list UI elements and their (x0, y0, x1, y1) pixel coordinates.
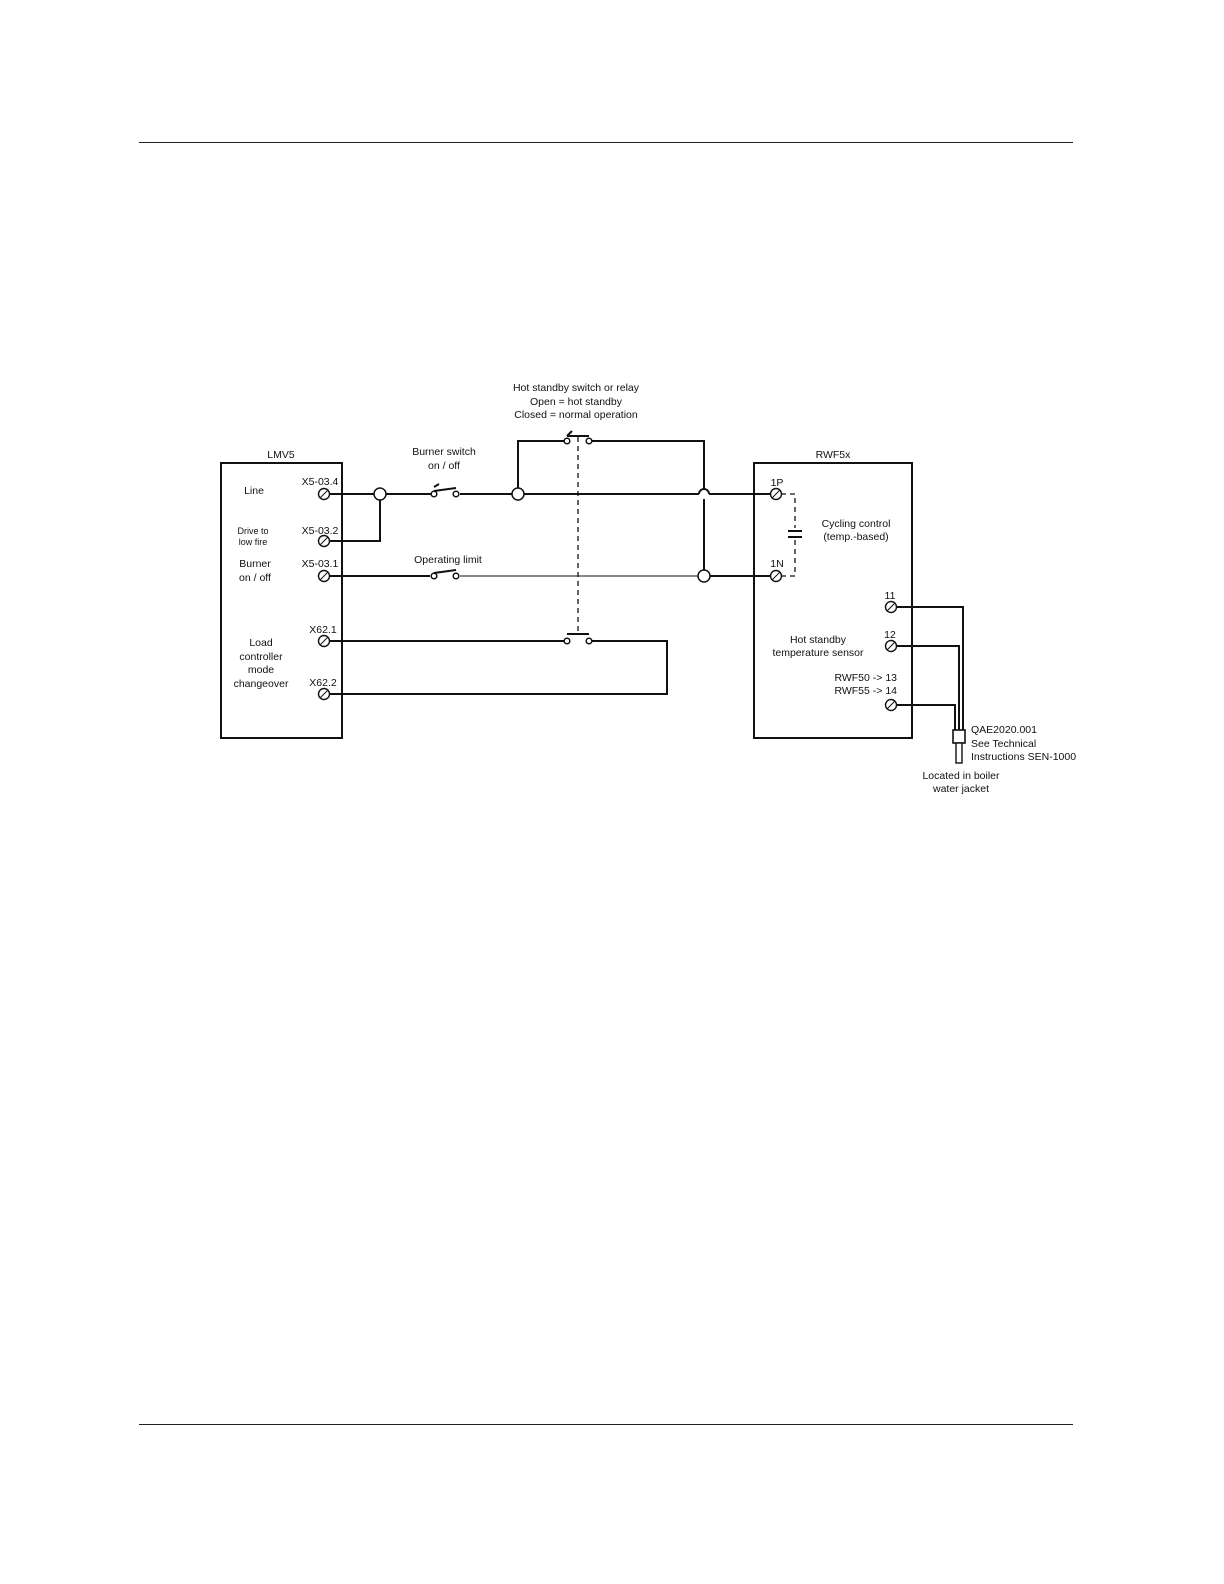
junction-node (373, 487, 387, 501)
lmv5-label-line: Line (244, 485, 264, 497)
lmv5-label-burner-2: on / off (239, 572, 271, 584)
hot-standby-contact-bottom-icon (563, 633, 593, 645)
terminal-x62-1-icon (317, 634, 331, 648)
wire-sensor-12 (896, 645, 960, 730)
sensor-location-2: water jacket (932, 783, 989, 795)
terminal-label-x62-1: X62.1 (309, 624, 337, 636)
operating-limit-label: Operating limit (414, 554, 482, 566)
rwf50-label: RWF50 -> 13 (834, 672, 897, 684)
terminal-label-11: 11 (885, 590, 896, 602)
temperature-sensor-icon (952, 729, 966, 764)
wire-standby-left (517, 440, 565, 488)
wire-standby-right (591, 440, 705, 489)
lmv5-label-load-2: controller (239, 651, 283, 663)
hot-standby-switch-label-3: Closed = normal operation (514, 409, 638, 421)
hot-standby-sensor-label-2: temperature sensor (772, 647, 864, 659)
wire-sensor-11 (896, 606, 964, 730)
lmv5-label-burner-1: Burner (239, 558, 271, 570)
rwf55-label: RWF55 -> 14 (834, 685, 897, 697)
header-rule (139, 142, 1073, 143)
cycling-control-label-1: Cycling control (822, 518, 891, 530)
terminal-label-x62-2: X62.2 (309, 677, 337, 689)
terminal-1p-icon (769, 487, 783, 501)
terminal-13-14-icon (884, 698, 898, 712)
sensor-note-3: Instructions SEN-1000 (971, 751, 1076, 763)
terminal-x5-03-4-icon (317, 487, 331, 501)
terminal-label-1p: 1P (771, 477, 784, 489)
lmv5-box (220, 462, 343, 739)
terminal-x5-03-1-icon (317, 569, 331, 583)
terminal-12-icon (884, 639, 898, 653)
wires (329, 437, 964, 730)
hot-standby-contact-top-icon (563, 430, 593, 445)
terminal-x5-03-2-icon (317, 534, 331, 548)
rwf5x-box (753, 462, 913, 739)
terminal-label-x5-03-1: X5-03.1 (302, 558, 339, 570)
sensor-location-1: Located in boiler (922, 770, 1000, 782)
burner-switch-icon (430, 483, 460, 498)
terminal-11-icon (884, 600, 898, 614)
rwf5x-title: RWF5x (816, 449, 852, 461)
junction-node (511, 487, 525, 501)
lmv5-label-load-4: changeover (234, 678, 289, 690)
terminal-x62-2-icon (317, 687, 331, 701)
wire-cycling-upper (781, 493, 796, 528)
wire-sensor-13-14 (896, 704, 956, 730)
terminal-label-x5-03-2: X5-03.2 (302, 525, 339, 537)
burner-switch-label-2: on / off (428, 460, 460, 472)
wire-cycling-lower (781, 540, 796, 577)
lmv5-label-load-3: mode (248, 664, 274, 676)
lmv5-title: LMV5 (267, 449, 295, 461)
cycling-control-label-2: (temp.-based) (823, 531, 888, 543)
hot-standby-switch-label-1: Hot standby switch or relay (513, 382, 640, 394)
operating-limit-switch-icon (430, 569, 460, 580)
terminal-1n-icon (769, 569, 783, 583)
terminal-label-12: 12 (884, 629, 896, 641)
lmv5-label-drive-2: low fire (239, 537, 268, 547)
lmv5-label-load-1: Load (249, 637, 273, 649)
burner-switch-label-1: Burner switch (412, 446, 476, 458)
sensor-note-2: See Technical (971, 738, 1036, 750)
wire-drive-low-fire (329, 500, 381, 542)
terminal-label-x5-03-4: X5-03.4 (302, 476, 339, 488)
wire-crossover-hop (698, 488, 710, 495)
cycling-capacitor-icon (788, 530, 802, 538)
terminal-label-1n: 1N (770, 558, 783, 570)
sensor-note-1: QAE2020.001 (971, 724, 1037, 736)
hot-standby-switch-label-2: Open = hot standby (530, 396, 623, 408)
wire-x62-loop (329, 640, 668, 695)
lmv5-label-drive-1: Drive to (237, 526, 268, 536)
footer-rule (139, 1424, 1073, 1425)
junction-node (697, 569, 711, 583)
hot-standby-sensor-label-1: Hot standby (790, 634, 847, 646)
